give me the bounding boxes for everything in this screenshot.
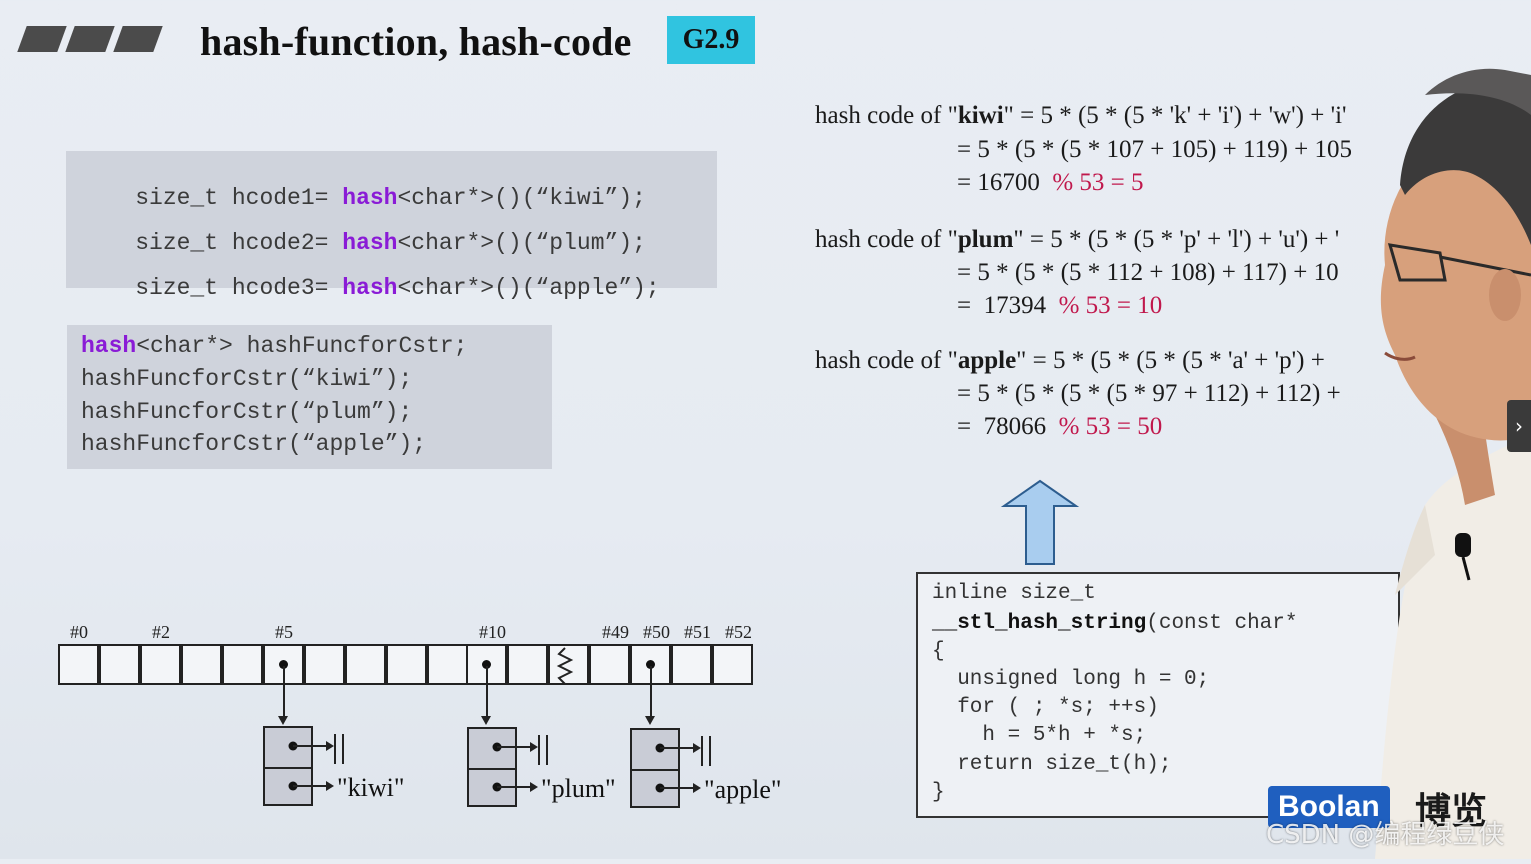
node-label-apple: "apple": [704, 775, 782, 805]
stl-line-1: inline size_t: [932, 582, 1096, 605]
formula-apple-word: apple: [958, 347, 1016, 374]
formula-kiwi-sum: = 16700: [957, 169, 1052, 196]
stl-line-5: for ( ; *s; ++s): [932, 696, 1159, 719]
formula-apple-mod: % 53 = 50: [1059, 413, 1163, 440]
stl-line-6: h = 5*h + *s;: [932, 724, 1146, 747]
stl-function-name: __stl_hash_string: [932, 612, 1146, 635]
formula-apple-prefix: hash code of ": [815, 347, 958, 374]
stl-line-4: unsigned long h = 0;: [932, 668, 1209, 691]
stl-line-2: __stl_hash_string(const char*: [932, 612, 1297, 635]
hashtable-diagram: #0 #2 #5 #10 #49 #50 #51 #52: [0, 0, 1, 1]
formula-plum-prefix: hash code of ": [815, 226, 958, 253]
stl-line-3: {: [932, 640, 945, 663]
formula-apple-line-3: = 78066 % 53 = 50: [957, 413, 1162, 441]
formula-plum-word: plum: [958, 226, 1014, 253]
presenter-video: [1365, 35, 1531, 864]
formula-kiwi-mod: % 53 = 5: [1052, 169, 1143, 196]
formula-plum-mod: % 53 = 10: [1059, 292, 1163, 319]
node-links: [0, 0, 800, 859]
formula-kiwi-line-1: hash code of "kiwi" = 5 * (5 * (5 * 'k' …: [815, 102, 1347, 130]
formula-kiwi-prefix: hash code of ": [815, 102, 958, 129]
formula-plum-line-3: = 17394 % 53 = 10: [957, 292, 1162, 320]
stl-line-7: return size_t(h);: [932, 753, 1171, 776]
csdn-watermark: CSDN @编程绿豆侠: [1266, 814, 1504, 851]
formula-kiwi-expr: " = 5 * (5 * (5 * 'k' + 'i') + 'w') + 'i…: [1004, 102, 1347, 129]
formula-plum-line-1: hash code of "plum" = 5 * (5 * (5 * 'p' …: [815, 226, 1339, 254]
stl-line-8: }: [932, 781, 945, 804]
formula-apple-line-1: hash code of "apple" = 5 * (5 * (5 * (5 …: [815, 347, 1325, 375]
formula-apple-expr: " = 5 * (5 * (5 * (5 * 'a' + 'p') +: [1016, 347, 1325, 374]
stl-hash-string-code: inline size_t __stl_hash_string(const ch…: [916, 572, 1400, 818]
formula-kiwi-line-2: = 5 * (5 * (5 * 107 + 105) + 119) + 105: [957, 136, 1352, 164]
formula-kiwi-line-3: = 16700 % 53 = 5: [957, 169, 1144, 197]
node-label-kiwi: "kiwi": [337, 773, 404, 803]
next-slide-chevron-icon[interactable]: ›: [1507, 400, 1531, 452]
formula-plum-expr: " = 5 * (5 * (5 * 'p' + 'l') + 'u') + ': [1013, 226, 1339, 253]
formula-plum-sum: = 17394: [957, 292, 1059, 319]
node-label-plum: "plum": [541, 774, 616, 804]
formula-plum-line-2: = 5 * (5 * (5 * 112 + 108) + 117) + 10: [957, 259, 1339, 287]
up-arrow-icon: [1000, 478, 1080, 573]
formula-apple-sum: = 78066: [957, 413, 1059, 440]
formula-kiwi-word: kiwi: [958, 102, 1004, 129]
formula-apple-line-2: = 5 * (5 * (5 * (5 * 97 + 112) + 112) +: [957, 380, 1341, 408]
stl-line-2-rest: (const char*: [1146, 612, 1297, 635]
